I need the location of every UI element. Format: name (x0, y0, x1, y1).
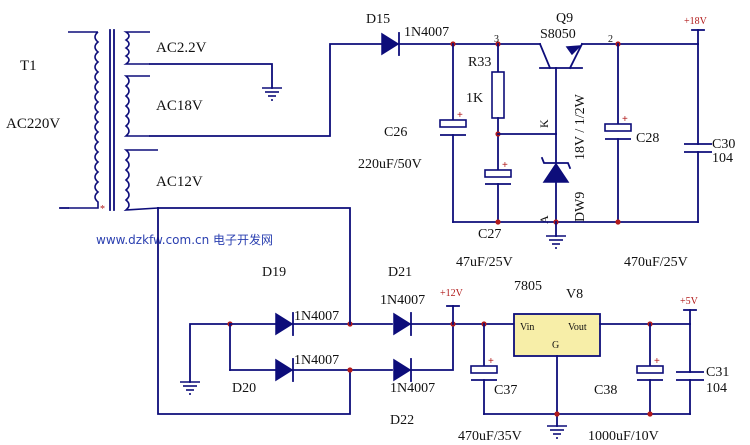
wire-bridge-left (189, 323, 231, 383)
primary-winding (68, 31, 100, 209)
reg-vout-pin: Vout (568, 322, 587, 333)
resistor-r33 (491, 71, 505, 119)
capacitor-c30 (684, 143, 712, 153)
d15-part: 1N4007 (404, 25, 449, 40)
ground-symbol-4 (547, 425, 567, 439)
diode-d19 (275, 312, 294, 336)
c28-ref: C28 (636, 131, 659, 146)
zener-rating: 18V / 1/2W (573, 93, 588, 160)
transformer-ref: T1 (20, 58, 37, 74)
rail-18v-label: +18V (684, 16, 708, 27)
reg-g-pin: G (552, 340, 559, 351)
wire-12v-lower (157, 207, 351, 415)
junction (495, 219, 501, 225)
secondary-winding-2v2 (123, 31, 150, 65)
transistor-q9 (538, 42, 584, 135)
reg-vin-pin: Vin (520, 322, 534, 333)
d20-part: 1N4007 (294, 353, 339, 368)
secondary-label-1: AC2.2V (156, 40, 207, 56)
r33-ref: R33 (468, 55, 491, 70)
secondary-label-2: AC18V (156, 98, 203, 114)
q9-ref: Q9 (556, 11, 573, 26)
watermark: www.dzkfw.com.cn 电子开发网 (96, 232, 273, 247)
svg-text:+: + (488, 356, 494, 367)
c27-value: 47uF/25V (456, 255, 513, 270)
c28-value: 470uF/25V (624, 255, 688, 270)
rail-12v-label: +12V (440, 288, 464, 299)
d19-part: 1N4007 (294, 309, 339, 324)
zener-ref: DW9 (573, 192, 588, 222)
wire-12v-upper (157, 207, 351, 325)
pin-2: 2 (608, 34, 613, 45)
svg-text:+: + (502, 160, 508, 171)
diode-d22 (393, 358, 412, 382)
d19-ref: D19 (262, 265, 286, 280)
junction (615, 219, 621, 225)
diode-d15 (381, 32, 400, 56)
secondary-winding-18v (123, 75, 150, 137)
rail-marker-18v (691, 29, 705, 45)
secondary-label-3: AC12V (156, 174, 203, 190)
rail-marker-12v (446, 305, 460, 325)
primary-voltage: AC220V (6, 116, 60, 132)
rail-marker-5v (683, 309, 697, 325)
r33-value: 1K (466, 91, 483, 106)
zener-dw9 (540, 133, 572, 223)
capacitor-c31 (676, 371, 704, 381)
diode-d21 (393, 312, 412, 336)
c31-ref: C31 (706, 365, 729, 380)
svg-text:+: + (457, 110, 463, 121)
diode-d20 (275, 358, 294, 382)
c30-value: 104 (712, 151, 733, 166)
pin-3: 3 (494, 34, 499, 45)
svg-text:+: + (622, 114, 628, 125)
ground-symbol-2 (546, 235, 566, 249)
regulator-part: 7805 (514, 279, 542, 294)
d21-part: 1N4007 (380, 293, 425, 308)
wire-2v2-ground (149, 63, 273, 89)
zener-k-pin: K (537, 119, 551, 128)
transformer-t1: * (68, 29, 159, 215)
junction (647, 411, 653, 417)
svg-text:+: + (654, 356, 660, 367)
d22-ref: D22 (390, 413, 414, 428)
junction (554, 411, 560, 417)
zener-a-pin: A (537, 215, 551, 224)
rail-5v-label: +5V (680, 296, 699, 307)
d22-part: 1N4007 (390, 381, 435, 396)
ground-symbol-3 (180, 381, 200, 395)
c37-ref: C37 (494, 383, 517, 398)
c26-value: 220uF/50V (358, 157, 422, 172)
d21-ref: D21 (388, 265, 412, 280)
winding-dot: * (100, 204, 105, 215)
q9-part: S8050 (540, 27, 576, 42)
regulator-7805 (513, 313, 601, 357)
d15-ref: D15 (366, 12, 390, 27)
ground-symbol-1 (262, 87, 282, 101)
c27-ref: C27 (478, 227, 501, 242)
c38-ref: C38 (594, 383, 617, 398)
c38-value: 1000uF/10V (588, 429, 659, 444)
junction (347, 367, 353, 373)
c31-value: 104 (706, 381, 727, 396)
secondary-winding-12v (123, 149, 159, 211)
c26-ref: C26 (384, 125, 407, 140)
wire-d22-out (410, 323, 454, 371)
regulator-ref: V8 (566, 287, 583, 302)
c37-value: 470uF/35V (458, 429, 522, 444)
c30-ref: C30 (712, 137, 735, 152)
d20-ref: D20 (232, 381, 256, 396)
wire-18v-feed (149, 43, 383, 137)
